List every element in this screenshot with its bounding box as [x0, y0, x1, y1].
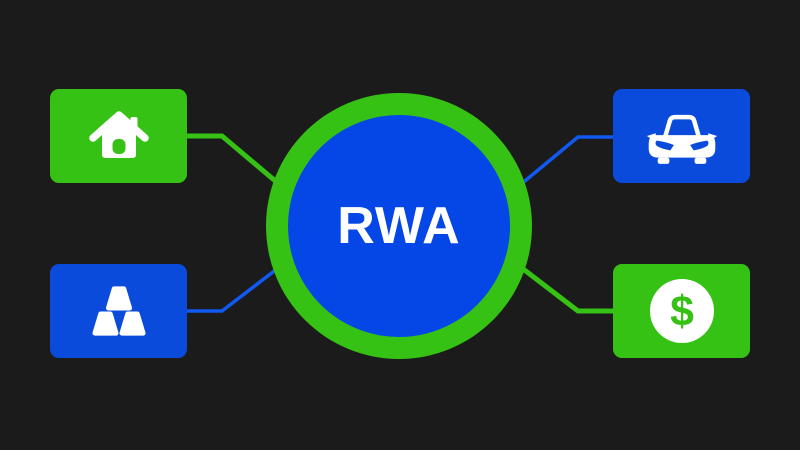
connector-car-to-center — [512, 135, 613, 192]
connector-house-to-center — [187, 133, 288, 192]
gold-node — [50, 264, 187, 358]
connector-gold-to-center — [187, 260, 288, 313]
dollar-glyph: $ — [670, 288, 694, 336]
center-label: RWA — [337, 197, 461, 255]
dollar-icon: $ — [649, 278, 714, 344]
center-circle: RWA — [266, 93, 532, 359]
center-circle-inner: RWA — [288, 115, 510, 337]
connector-dollar-to-center — [512, 260, 613, 314]
vehicle-node — [613, 89, 750, 183]
house-icon — [88, 111, 149, 158]
gold-bars-icon — [91, 286, 146, 336]
currency-node: $ — [613, 264, 750, 358]
car-icon — [646, 114, 717, 164]
real-estate-node — [50, 89, 187, 183]
